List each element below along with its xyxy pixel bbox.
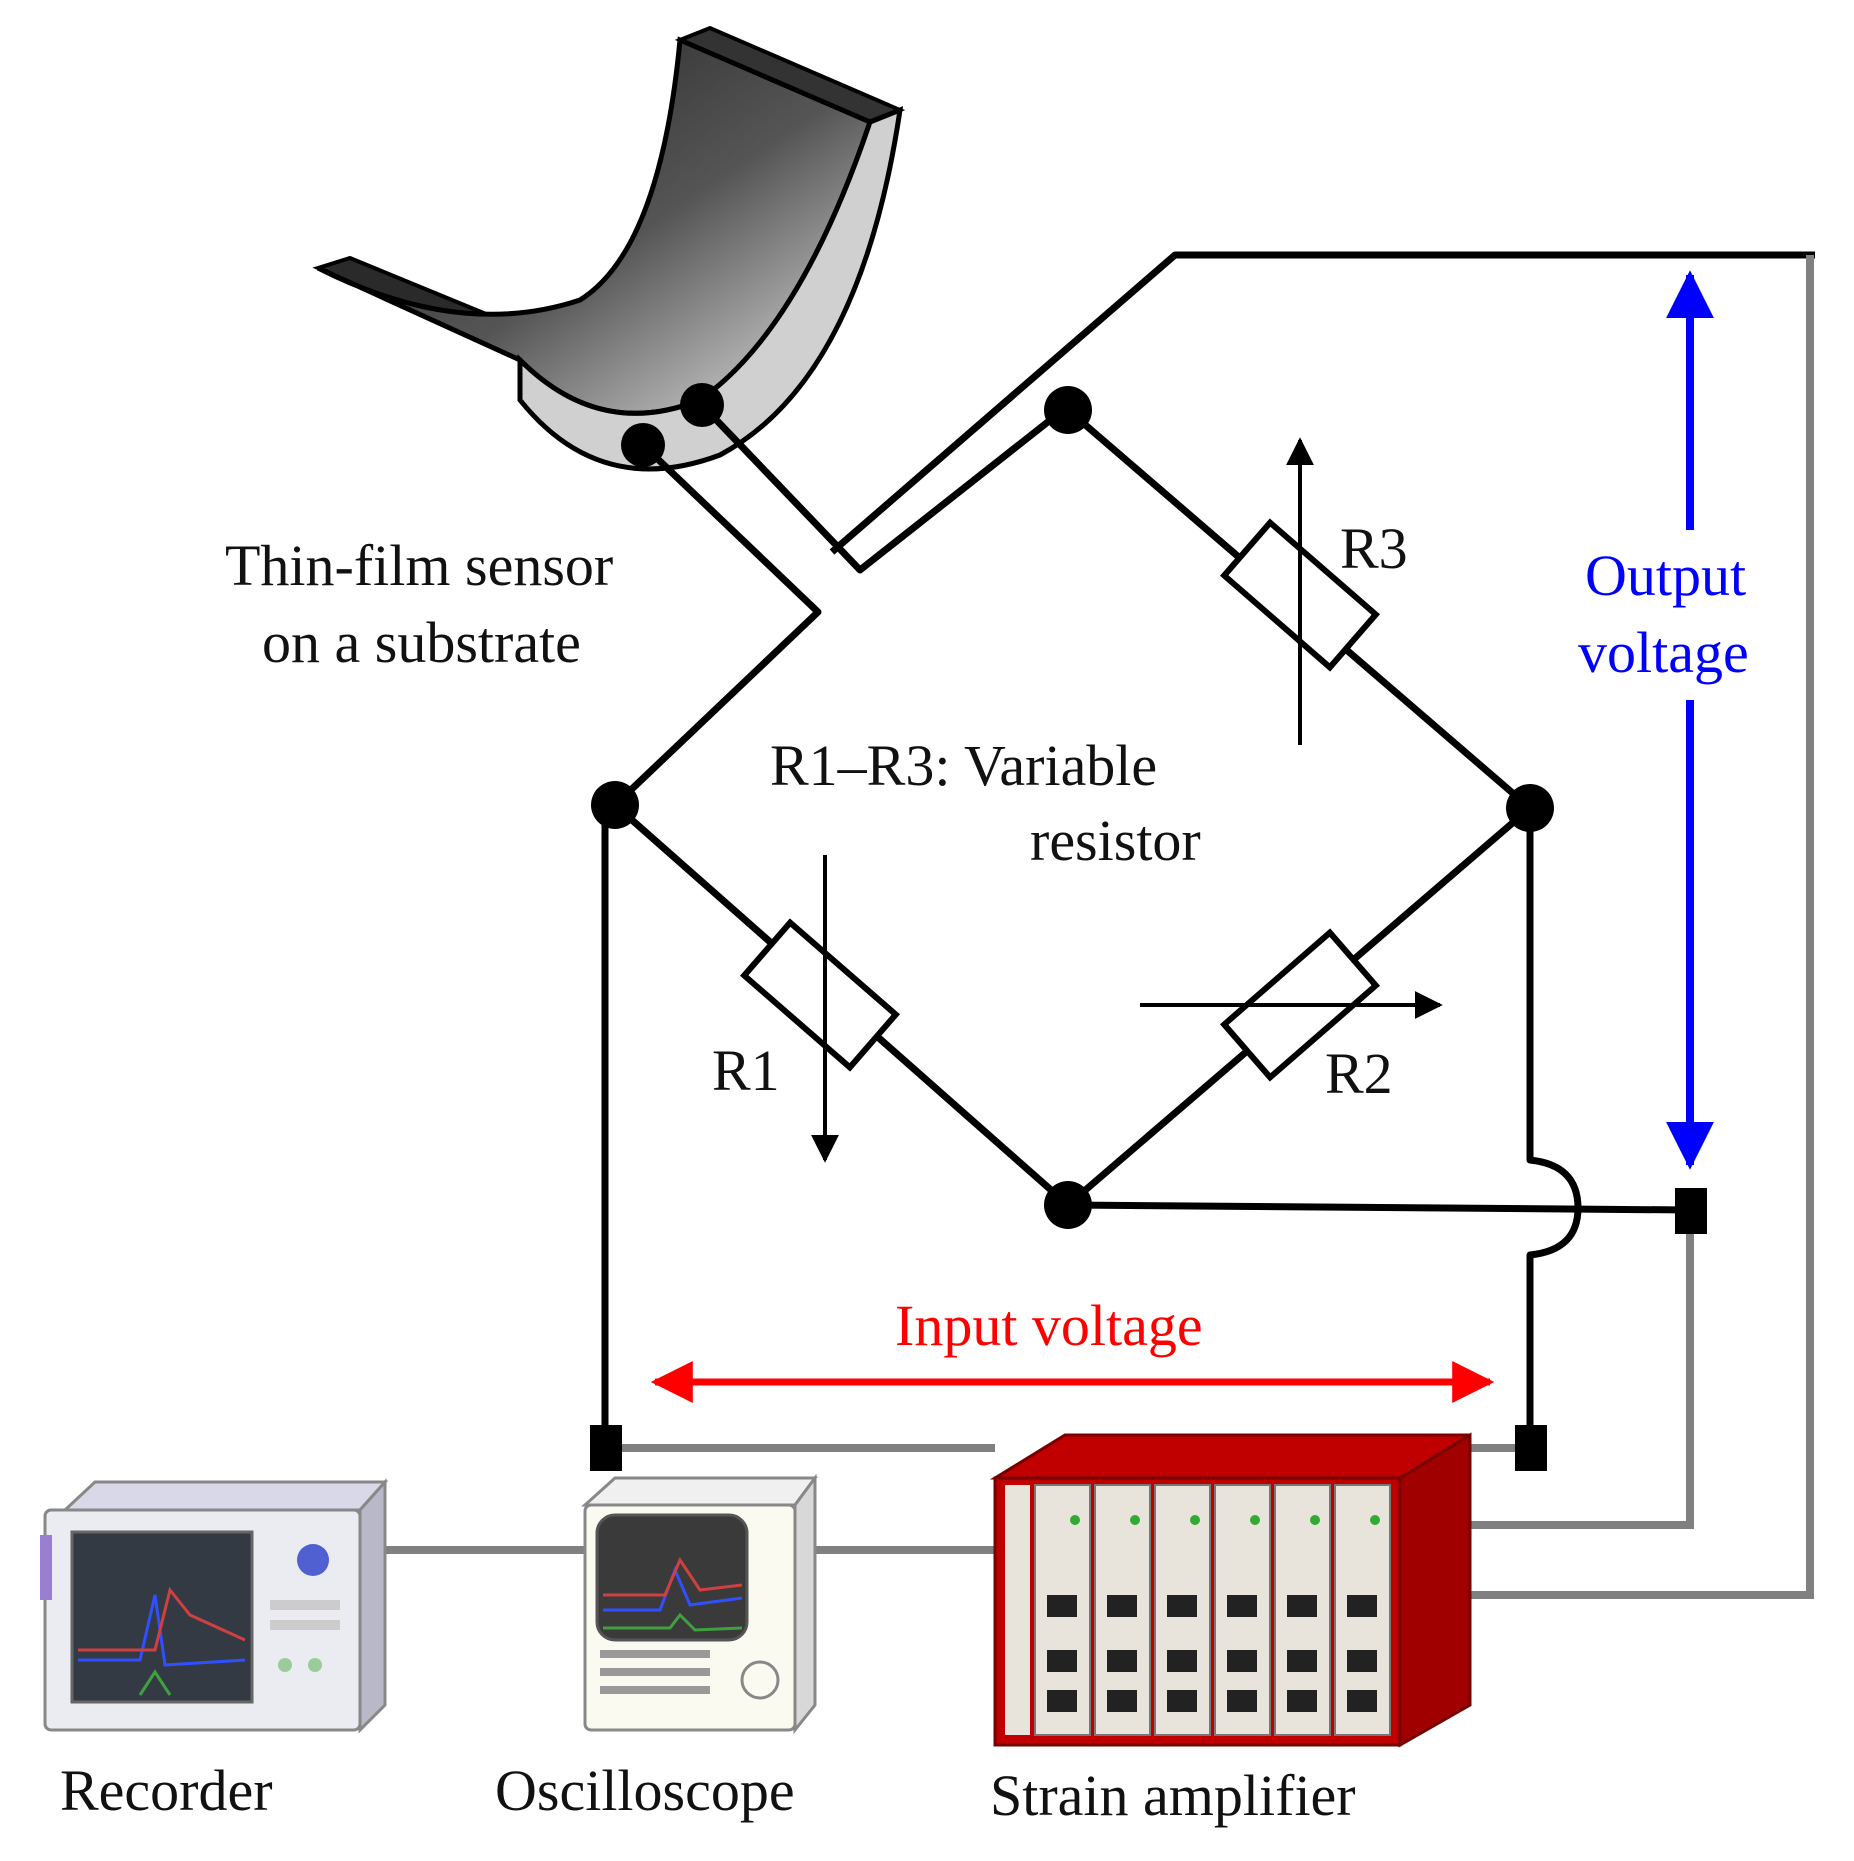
bridge-wiring [601, 251, 1815, 1445]
input-voltage-label: Input voltage [895, 1293, 1203, 1358]
r3-label: R3 [1340, 516, 1408, 581]
recorder-label: Recorder [60, 1758, 273, 1823]
input-terminal-left [590, 1425, 622, 1471]
input-terminal-right [1515, 1425, 1547, 1471]
instrument-cables [380, 255, 1814, 1599]
bridge-nodes [591, 386, 1554, 1229]
output-voltage-label-line2: voltage [1578, 620, 1749, 685]
strain-amplifier-label: Strain amplifier [990, 1763, 1356, 1828]
bridge-node-bottom [1044, 1181, 1092, 1229]
thin-film-sensor-substrate [312, 25, 906, 472]
oscilloscope-label: Oscilloscope [495, 1758, 795, 1823]
oscilloscope-device [581, 1473, 818, 1735]
resistor-r3 [1219, 437, 1381, 745]
bridge-node-top [1044, 386, 1092, 434]
bridge-node-right [1506, 784, 1554, 832]
output-terminal [1675, 1188, 1707, 1234]
r2-label: R2 [1325, 1041, 1393, 1106]
variable-resistor-label-line1: R1–R3: Variable [770, 733, 1157, 798]
resistor-r2 [1140, 928, 1443, 1082]
variable-resistor-label-line2: resistor [1030, 808, 1201, 873]
output-voltage-label-line1: Output [1585, 543, 1746, 608]
resistor-r1 [739, 855, 901, 1163]
strain-amplifier-device [989, 1432, 1472, 1748]
sensor-label-line2: on a substrate [262, 610, 581, 675]
recorder-device [40, 1478, 389, 1734]
bridge-node-left [591, 781, 639, 829]
sensor-label-line1: Thin-film sensor [225, 533, 613, 598]
r1-label: R1 [712, 1038, 780, 1103]
